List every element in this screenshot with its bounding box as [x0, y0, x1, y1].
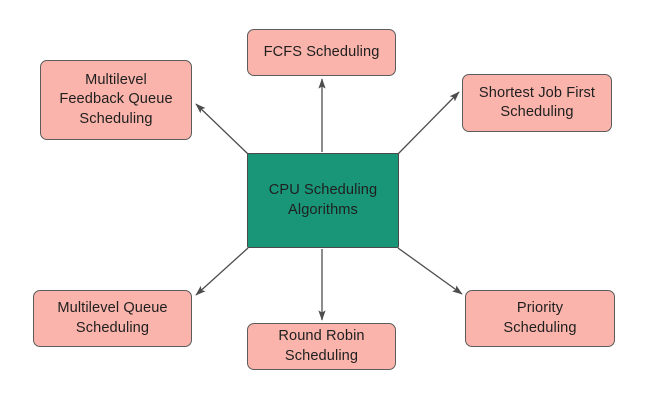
node-shortest-job-first-scheduling[interactable]: Shortest Job First Scheduling — [462, 74, 612, 132]
node-multilevel-queue-scheduling[interactable]: Multilevel Queue Scheduling — [33, 290, 192, 347]
edge-center-to-sjf — [397, 91, 460, 155]
node-round-robin-scheduling[interactable]: Round Robin Scheduling — [247, 323, 396, 370]
edge-center-to-mlfq — [195, 103, 249, 155]
node-multilevel-feedback-queue-scheduling[interactable]: Multilevel Feedback Queue Scheduling — [40, 60, 192, 140]
node-priority-scheduling[interactable]: Priority Scheduling — [465, 290, 615, 347]
edge-center-to-priority — [397, 247, 463, 295]
node-cpu-scheduling-algorithms[interactable]: CPU Scheduling Algorithms — [247, 153, 399, 248]
edge-center-to-mlq — [195, 247, 249, 296]
node-fcfs-scheduling[interactable]: FCFS Scheduling — [247, 29, 396, 76]
